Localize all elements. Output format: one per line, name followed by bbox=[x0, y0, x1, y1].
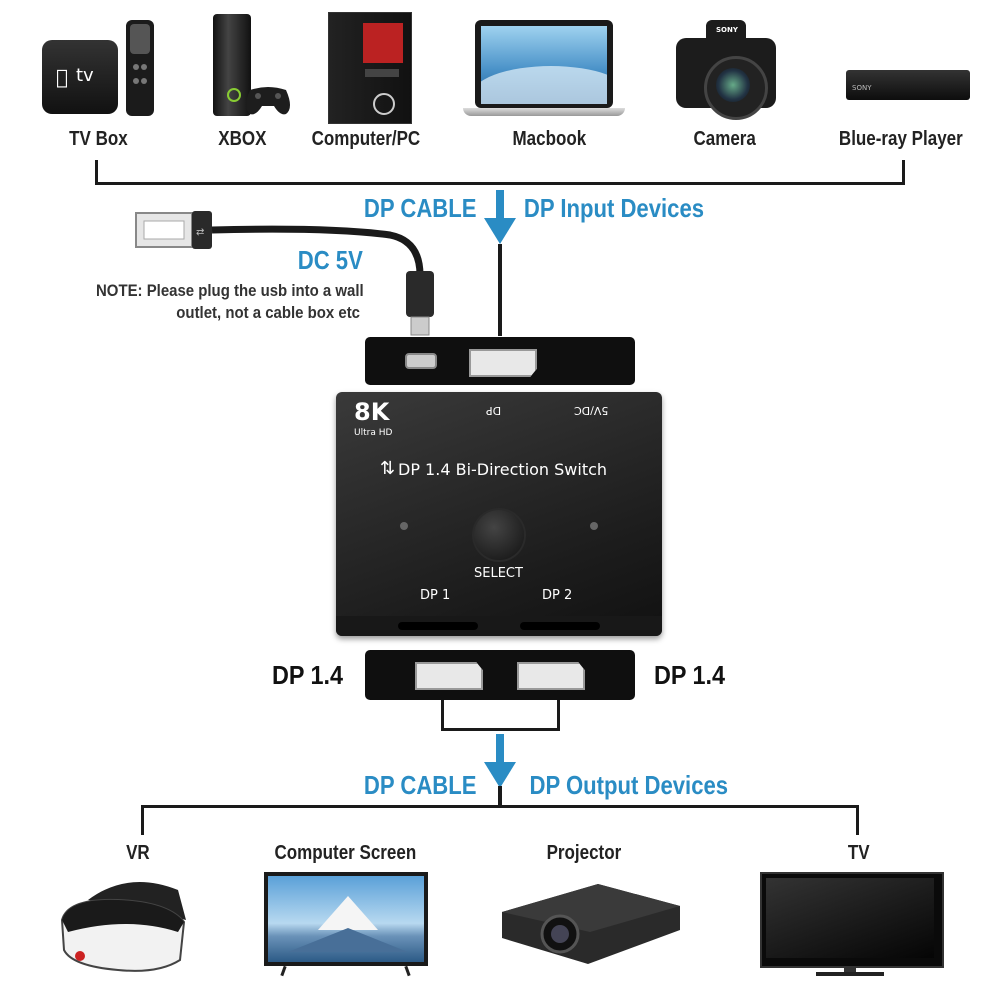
dp-output-devices-label: DP Output Devices bbox=[529, 770, 729, 800]
resolution-text: 8K bbox=[354, 398, 390, 426]
bluray-player-image: SONY bbox=[846, 70, 970, 100]
remote-image bbox=[126, 20, 154, 116]
input-port-panel bbox=[365, 337, 635, 385]
input-bracket-bar bbox=[95, 182, 905, 185]
camera-label: Camera bbox=[693, 128, 756, 150]
device-title-text: DP 1.4 Bi-Direction Switch bbox=[398, 460, 608, 479]
tv-box-image:  tv bbox=[42, 40, 122, 116]
apple-logo-icon:  bbox=[56, 65, 68, 89]
dc5v-label: DC 5V bbox=[297, 245, 363, 275]
output-bracket-right bbox=[856, 805, 859, 835]
out1-label: DP 1 bbox=[420, 588, 451, 603]
svg-text:⇄: ⇄ bbox=[196, 227, 204, 238]
note-line-1: NOTE: Please plug the usb into a wall bbox=[96, 281, 364, 300]
usb-cable-image: ⇄ bbox=[135, 211, 434, 336]
micro-usb-port bbox=[405, 353, 437, 369]
dp-input-devices-label: DP Input Devices bbox=[523, 193, 705, 223]
led-left bbox=[400, 522, 408, 530]
xbox-controller-image bbox=[246, 87, 290, 115]
macbook-label: Macbook bbox=[512, 128, 587, 150]
input-cable-line bbox=[498, 244, 502, 336]
xbox-label: XBOX bbox=[218, 128, 267, 150]
input-arrow-icon bbox=[484, 190, 516, 244]
computer-screen-image bbox=[264, 872, 428, 977]
dp14-right-label: DP 1.4 bbox=[653, 660, 726, 690]
vr-label: VR bbox=[126, 842, 150, 864]
dp1-output-port bbox=[415, 662, 483, 690]
vr-headset-image bbox=[60, 882, 186, 972]
select-button[interactable] bbox=[474, 510, 524, 560]
input-bracket-left bbox=[95, 160, 98, 184]
note-line-2: outlet, not a cable box etc bbox=[176, 303, 360, 322]
tv-box-label: TV Box bbox=[69, 128, 128, 150]
select-button-label: SELECT bbox=[474, 566, 523, 581]
output-port-panel bbox=[365, 650, 635, 700]
dp-input-port bbox=[469, 349, 537, 377]
macbook-image bbox=[463, 20, 625, 116]
output-arrow-icon bbox=[484, 734, 516, 788]
output-port-bracket-left bbox=[441, 700, 444, 730]
port-dp-text: DP bbox=[486, 404, 502, 417]
dp2-output-port bbox=[517, 662, 585, 690]
input-bracket-right bbox=[902, 160, 905, 184]
dp14-left-label: DP 1.4 bbox=[271, 660, 344, 690]
resolution-sub-text: Ultra HD bbox=[354, 428, 393, 438]
out2-label: DP 2 bbox=[542, 588, 573, 603]
output-bracket-bar bbox=[141, 805, 859, 808]
computer-label: Computer/PC bbox=[311, 128, 421, 150]
xbox-console-image bbox=[213, 14, 251, 116]
dp-cable-bottom-label: DP CABLE bbox=[363, 770, 477, 800]
bluray-label: Blue-ray Player bbox=[838, 128, 963, 150]
camera-brand-text: SONY bbox=[716, 26, 738, 34]
output-bracket-left bbox=[141, 805, 144, 835]
led-right bbox=[590, 522, 598, 530]
output-port-bracket-bar bbox=[441, 728, 560, 731]
note-text: NOTE: Please plug the usb into a wall ou… bbox=[96, 280, 364, 324]
computer-screen-label: Computer Screen bbox=[274, 842, 417, 864]
dp-cable-top-label: DP CABLE bbox=[363, 193, 477, 223]
computer-tower-image bbox=[328, 12, 412, 124]
projector-image bbox=[502, 884, 680, 964]
camera-image: SONY bbox=[676, 20, 776, 120]
tv-label: TV bbox=[847, 842, 870, 864]
bluray-brand-text: SONY bbox=[852, 84, 872, 92]
output-port-bracket-right bbox=[557, 700, 560, 730]
bidirection-icon: ⇅ bbox=[380, 458, 396, 479]
port-power-text: 5V/DC bbox=[574, 404, 609, 417]
apple-tv-text: tv bbox=[76, 65, 94, 86]
projector-label: Projector bbox=[546, 842, 622, 864]
output-cable-line bbox=[498, 786, 502, 806]
tv-image bbox=[760, 872, 944, 976]
switch-device: 8K Ultra HD DP 5V/DC ⇅ DP 1.4 Bi-Directi… bbox=[336, 392, 662, 636]
